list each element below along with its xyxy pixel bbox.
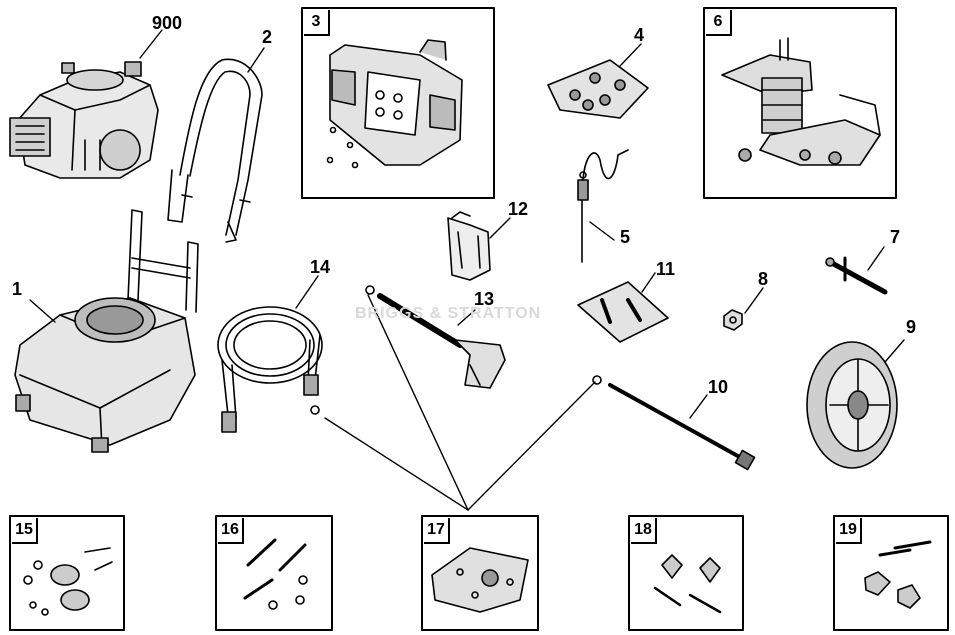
callout-handle: 2 [262, 27, 273, 47]
kit18-box [628, 515, 744, 631]
callout-gun: 13 [474, 289, 495, 309]
kit15-illustration [23, 547, 113, 616]
callout-bag: 11 [656, 259, 676, 279]
kit19-illustration [864, 540, 932, 609]
control-panel-illustration [326, 39, 463, 169]
axle-illustration [825, 256, 888, 295]
kit17-illustration [431, 547, 529, 613]
kit15-box [9, 515, 125, 631]
callout-lance: 10 [708, 377, 729, 397]
leader-lines [29, 29, 905, 511]
boxnum-panel: 3 [304, 10, 330, 36]
pump-box [703, 7, 897, 199]
callout-engine: 900 [152, 13, 183, 33]
callout-hose: 14 [310, 257, 331, 277]
hose-illustration [217, 306, 323, 433]
callout-dipstick: 5 [620, 227, 631, 247]
boxnum-kit17: 17 [424, 518, 450, 544]
callout-nut: 8 [758, 269, 769, 289]
kit18-illustration [653, 554, 722, 614]
accessory-bag-illustration [577, 281, 669, 343]
callout-axle: 7 [890, 227, 901, 247]
boxnum-kit16: 16 [218, 518, 244, 544]
callout-screws: 4 [634, 25, 645, 45]
boxnum-pump: 6 [706, 10, 732, 36]
kit17-box [421, 515, 539, 631]
boxnum-kit15: 15 [12, 518, 38, 544]
boxnum-kit19: 19 [836, 518, 862, 544]
nut-illustration [723, 309, 743, 331]
kit16-illustration [243, 538, 308, 610]
brand-watermark: BRIGGS & STRATTON [355, 305, 542, 322]
dipstick-illustration [577, 149, 629, 263]
pump-illustration [721, 37, 881, 166]
callout-holder: 12 [508, 199, 529, 219]
engine-illustration [9, 61, 159, 179]
screws-packet-illustration [547, 59, 649, 119]
spray-gun-illustration [365, 285, 506, 389]
kit16-box [215, 515, 333, 631]
panel-box [301, 7, 495, 199]
frame-illustration [14, 209, 199, 453]
lance-illustration [592, 375, 756, 471]
wheel-illustration [806, 341, 898, 469]
boxnum-kit18: 18 [631, 518, 657, 544]
gun-holder-illustration [447, 211, 491, 281]
kit19-box [833, 515, 949, 631]
callout-wheel: 9 [906, 317, 917, 337]
callout-frame: 1 [12, 279, 23, 299]
handle-illustration [167, 58, 263, 243]
